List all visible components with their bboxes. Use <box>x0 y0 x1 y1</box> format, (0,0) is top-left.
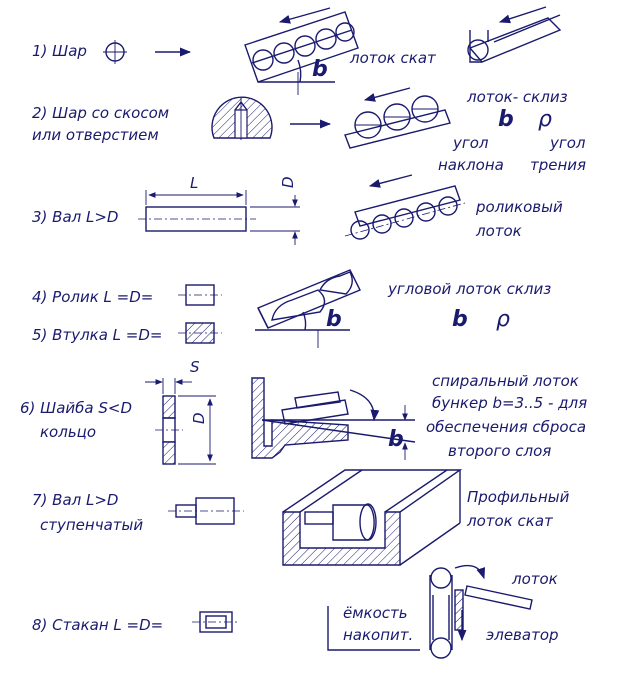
item-6-label-2: кольцо <box>40 423 96 441</box>
bushing-drawing <box>178 322 222 344</box>
item-7-label: 7) Вал L>D <box>32 491 118 509</box>
rho-symbol: ρ <box>538 107 552 132</box>
profile-chute-sketch <box>282 469 463 566</box>
beta-symbol-5: b <box>388 427 404 452</box>
chute-profile-sketch <box>467 6 562 63</box>
friction-angle-label-1: угол <box>549 134 586 152</box>
chute-label: лоток скат <box>349 49 437 67</box>
roller-chute-label-1: роликовый <box>475 198 563 216</box>
beta-symbol-3: b <box>326 307 342 332</box>
tray-label: лоток <box>511 570 558 588</box>
elevator-sketch <box>327 564 533 659</box>
ball-symbol <box>103 40 127 64</box>
container-label-2: накопит. <box>343 626 413 644</box>
rho-symbol-2: ρ <box>496 307 510 332</box>
elevator-label: элеватор <box>486 626 559 644</box>
dim-S: S <box>190 358 200 376</box>
item-3-label: 3) Вал L>D <box>32 208 118 226</box>
item-2-label-2: или отверстием <box>32 126 159 144</box>
slide-chute-label: лоток- склиз <box>466 88 568 106</box>
item-8-label: 8) Стакан L =D= <box>32 616 163 634</box>
shaft-drawing <box>138 190 300 245</box>
friction-angle-label-2: трения <box>530 156 586 174</box>
item-7-label-2: ступенчатый <box>40 516 143 534</box>
chute-incline-sketch <box>244 7 359 95</box>
beta-symbol-4: b <box>452 307 468 332</box>
bevel-ball-section <box>211 96 273 140</box>
item-4-label: 4) Ролик L =D= <box>32 288 153 306</box>
beta-symbol: b <box>312 57 328 82</box>
profile-chute-label-2: лоток скат <box>466 512 554 530</box>
spiral-label-1: спиральный лоток <box>432 372 579 390</box>
spiral-label-4: второго слоя <box>448 442 551 460</box>
angle-chute-label: угловой лоток склиз <box>387 280 551 298</box>
slope-angle-label-2: наклона <box>438 156 504 174</box>
stepped-shaft-drawing <box>168 497 244 525</box>
dim-D: D <box>279 176 297 188</box>
item-6-label: 6) Шайба S<D <box>20 399 132 417</box>
beta-symbol-2: b <box>498 107 514 132</box>
angle-chute-sketch <box>255 269 361 348</box>
slide-chute-sketch <box>344 87 451 149</box>
slope-angle-label-1: угол <box>452 134 489 152</box>
cup-drawing <box>192 611 240 633</box>
item-5-label: 5) Втулка L =D= <box>32 326 163 344</box>
spiral-label-2: бункер b=3..5 - для <box>432 394 587 412</box>
roller-chute-label-2: лоток <box>475 222 522 240</box>
spiral-bunker-sketch <box>251 377 416 460</box>
roller-chute-sketch <box>344 174 466 240</box>
container-label-1: ёмкость <box>343 604 408 622</box>
dim-D-2: D <box>190 412 208 424</box>
item-1-label: 1) Шар <box>32 42 87 60</box>
spiral-label-3: обеспечения сброса <box>426 418 586 436</box>
dim-L: L <box>190 174 198 192</box>
profile-chute-label-1: Профильный <box>467 488 570 506</box>
washer-drawing <box>145 378 216 465</box>
item-2-label: 2) Шар со скосом <box>32 104 169 122</box>
roller-drawing <box>178 284 222 306</box>
